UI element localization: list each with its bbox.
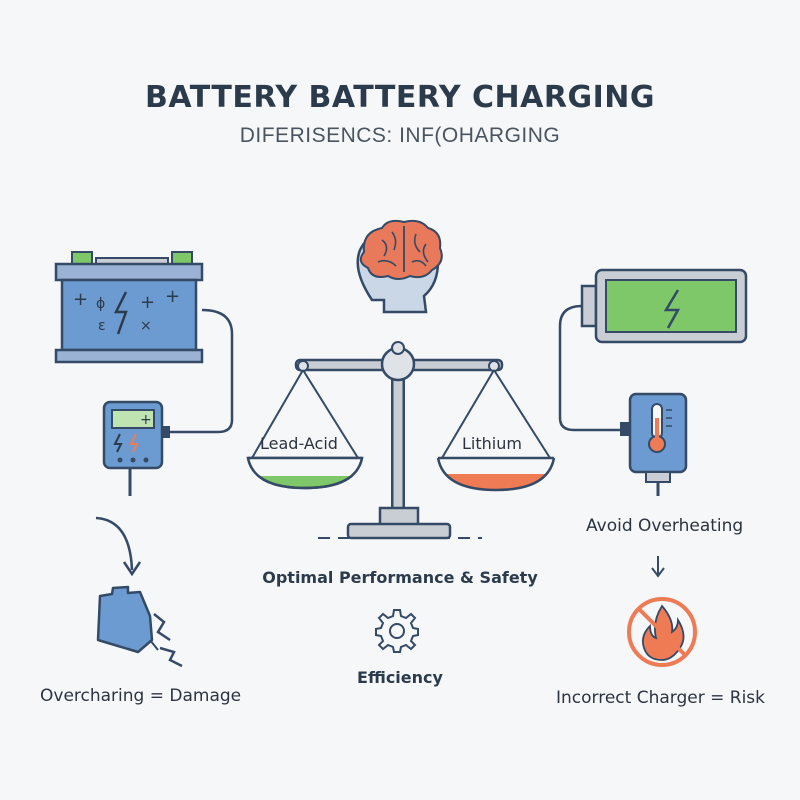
damaged-battery-icon [96,585,183,668]
arrow-down-icon [95,516,142,577]
svg-text:×: × [140,318,152,334]
lithium-label: Lithium [462,434,522,453]
right-cable [558,304,630,432]
svg-text:+: + [140,292,155,313]
gear-icon [375,609,419,653]
brain-head-icon [356,219,443,314]
svg-text:ε: ε [98,318,106,334]
svg-text:+: + [140,412,152,428]
svg-text:+: + [73,289,88,310]
lithium-battery-icon [580,268,748,344]
avoid-overheating-label: Avoid Overheating [586,516,744,536]
charger-icon: + [102,400,170,496]
svg-text:ϕ: ϕ [96,296,105,312]
page-title: BATTERY BATTERY CHARGING [145,80,655,115]
svg-text:+: + [165,286,180,307]
overcharging-label: Overcharing = Damage [40,686,242,706]
page-subtitle: DIFERISENCS: INF(OHARGING [239,124,561,147]
incorrect-charger-label: Incorrect Charger = Risk [556,688,765,708]
lead-acid-battery-icon: + ϕ + + ε × [54,251,204,364]
no-fire-icon [627,597,697,667]
left-cable [166,308,234,434]
lead-acid-label: Lead-Acid [260,434,338,453]
balance-scale-icon [246,341,556,540]
scale-caption: Optimal Performance & Safety [262,568,538,587]
efficiency-label: Efficiency [357,668,443,687]
arrow-down-small-icon [651,556,665,578]
thermometer-device-icon [620,392,688,496]
